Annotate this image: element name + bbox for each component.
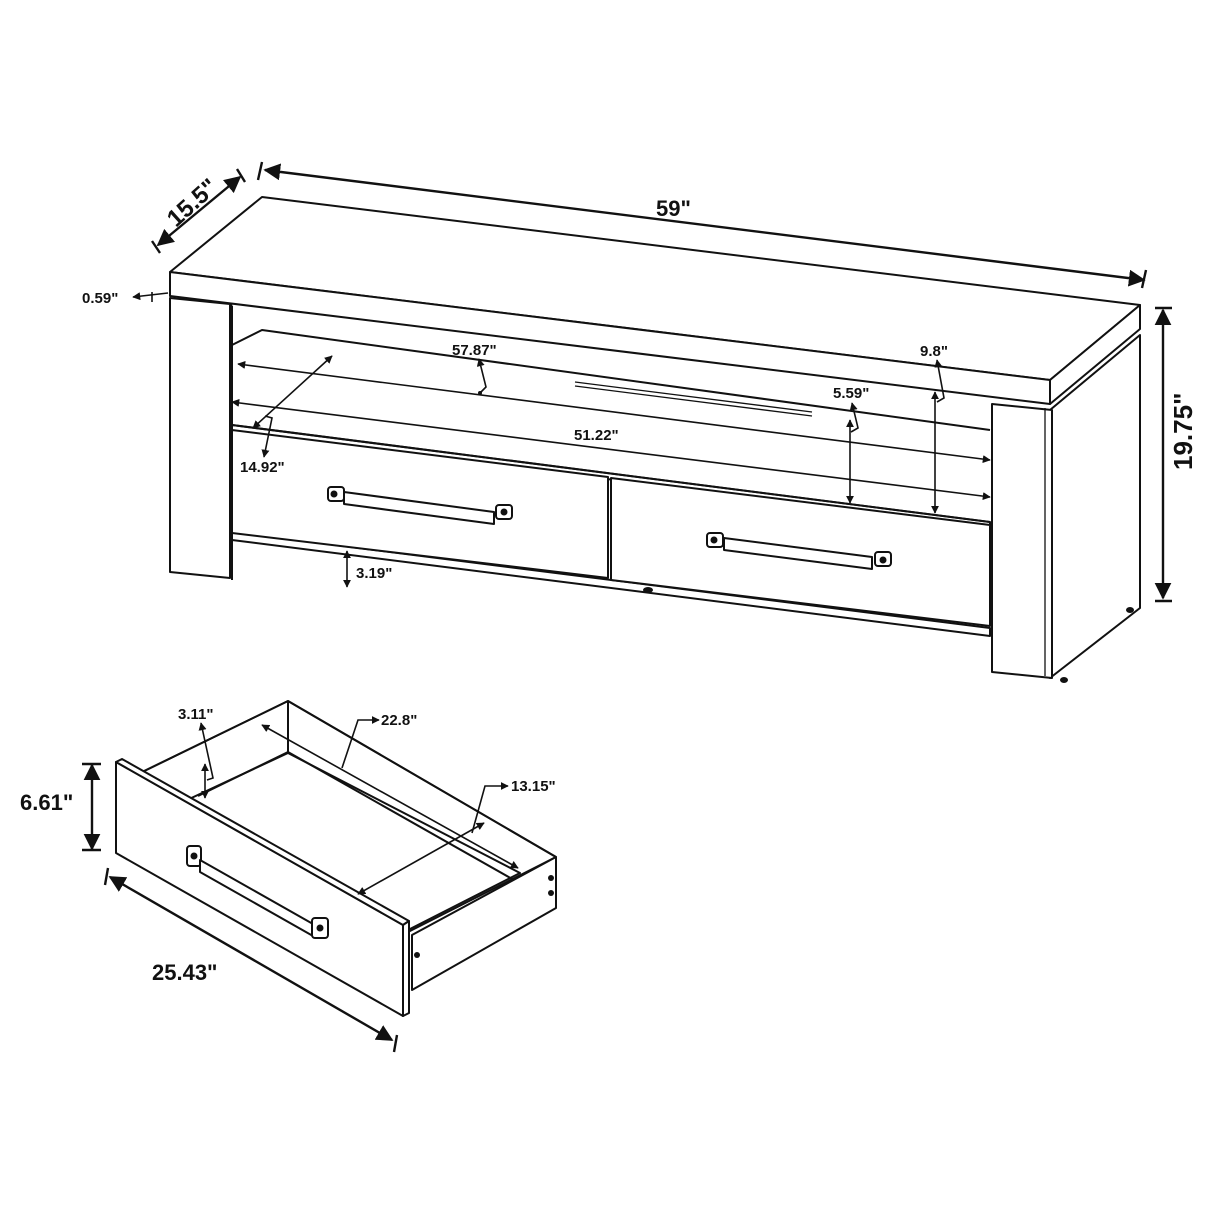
drawer-interior-length-label: 22.8" xyxy=(381,712,417,729)
floor-clearance-label: 3.19" xyxy=(356,565,392,582)
open-area-height-label: 9.8" xyxy=(920,343,948,360)
right-drawer-handle xyxy=(706,532,892,570)
left-leg-panel xyxy=(169,297,231,579)
right-leg-panel xyxy=(991,403,1053,679)
console-top-side-edge xyxy=(1049,304,1141,405)
inner-width-label: 51.22" xyxy=(574,427,619,444)
drawer-dimensions: 6.61" 25.43" 3.11" 22.8" 13.15" xyxy=(20,706,556,1053)
console-dimensions: 59" 15.5" 19.75" 0.59" 57.87" 51.22" 14.… xyxy=(82,161,1198,603)
depth-dimension-label: 15.5" xyxy=(162,174,223,233)
tv-console-drawing xyxy=(169,196,1141,683)
drawer-side-panel xyxy=(411,856,557,991)
shelf-width-label: 57.87" xyxy=(452,342,497,359)
drawer-front-width-label: 25.43" xyxy=(152,960,217,985)
shelf-opening-height-label: 5.59" xyxy=(833,385,869,402)
drawer-interior-depth-label: 3.11" xyxy=(178,706,213,723)
drawer-front-height-label: 6.61" xyxy=(20,790,73,815)
shelf-depth-label: 14.92" xyxy=(240,459,285,476)
width-dimension-label: 59" xyxy=(656,196,691,221)
drawer-interior-width-label: 13.15" xyxy=(511,778,556,795)
height-dimension-label: 19.75" xyxy=(1168,393,1198,470)
top-thickness-label: 0.59" xyxy=(82,290,118,307)
